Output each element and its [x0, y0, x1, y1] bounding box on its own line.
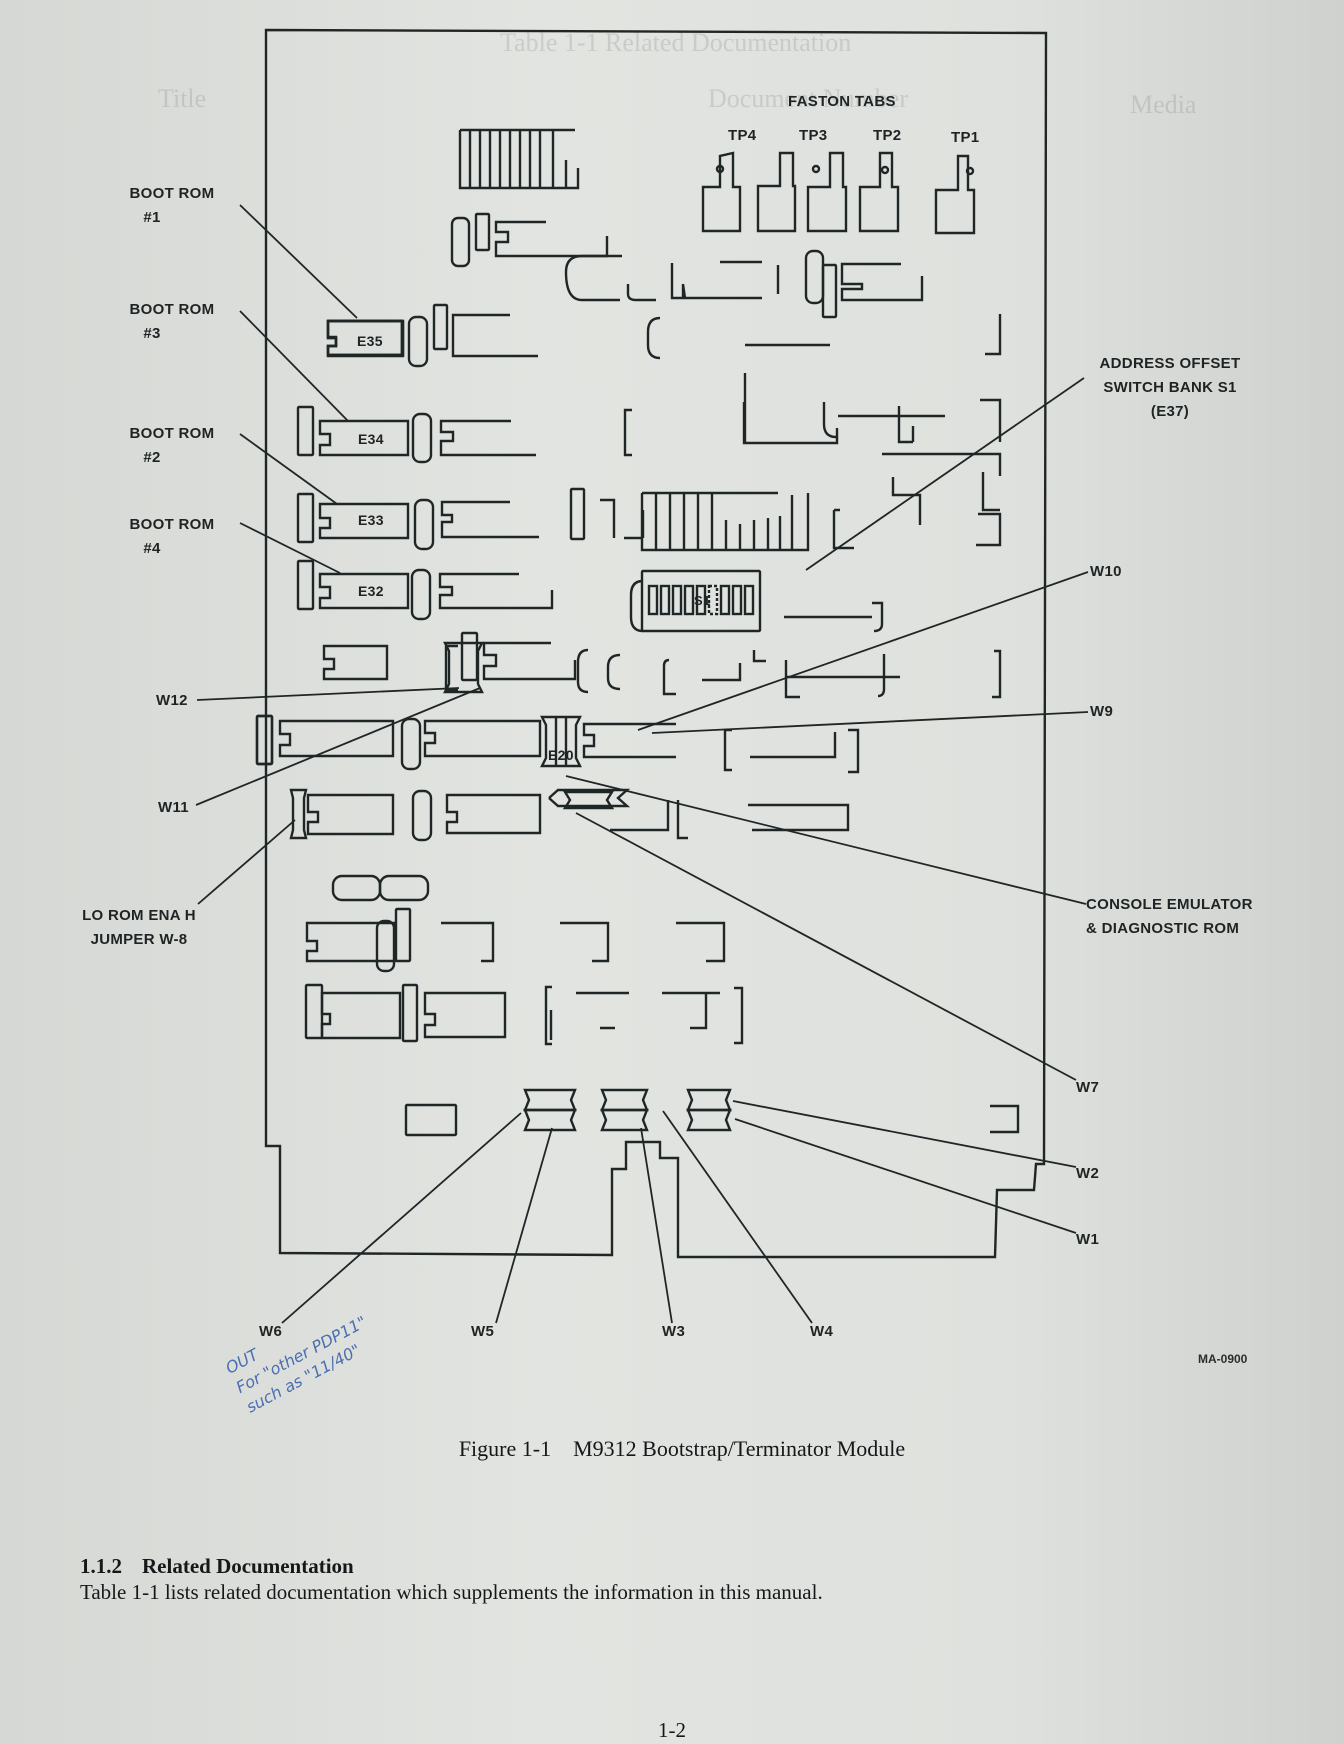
- resistor-pack: [331, 874, 430, 902]
- callout-w11: W11: [158, 799, 189, 816]
- callout-w7: W7: [1076, 1079, 1100, 1096]
- comb-connector-top: [458, 128, 580, 190]
- components-row-e35: [326, 303, 1002, 368]
- leader-lines: [195, 204, 1089, 1324]
- bleed-through-col-document: Document Number: [708, 84, 909, 113]
- callout-boot-rom-3-line2: #3: [143, 325, 161, 342]
- faston-tabs-heading: FASTON TABS: [788, 93, 896, 110]
- section-body: Table 1-1 lists related documentation wh…: [80, 1580, 823, 1604]
- callout-w1: W1: [1076, 1231, 1100, 1248]
- chip-e20-label: E20: [548, 747, 574, 763]
- bleed-through-col-media: Media: [1130, 90, 1197, 119]
- callout-address-offset-line3: (E37): [1150, 403, 1190, 420]
- callout-lo-rom-line1: LO ROM ENA H: [82, 907, 196, 924]
- switch-bank-s1-toggles: [647, 584, 755, 616]
- tab-tp1-label: TP1: [951, 129, 980, 146]
- callout-console-line1: CONSOLE EMULATOR: [1086, 896, 1253, 913]
- components-row-1: [450, 212, 924, 319]
- callout-w6: W6: [259, 1323, 283, 1340]
- tab-tp4-label: TP4: [728, 127, 757, 144]
- callout-address-offset-line1: ADDRESS OFFSET: [1099, 355, 1241, 372]
- callout-address-offset: ADDRESS OFFSET SWITCH BANK S1 (E37): [1082, 352, 1258, 424]
- jumpers-bottom: [404, 1088, 1020, 1137]
- callout-w9: W9: [1090, 703, 1114, 720]
- chip-e33-label: E33: [358, 512, 384, 528]
- comb-connector-mid: [640, 477, 1002, 552]
- bleed-through-col-title: Title: [158, 84, 207, 113]
- callout-w12: W12: [156, 692, 188, 709]
- section-heading: 1.1.2 Related Documentation: [80, 1554, 354, 1579]
- components-row-e34: [296, 402, 839, 464]
- section-title: Related Documentation: [142, 1554, 354, 1578]
- callout-boot-rom-1-line1: BOOT ROM: [129, 185, 215, 202]
- components-row-e20: [255, 714, 860, 774]
- components-row-lower-2: [304, 983, 744, 1046]
- faston-tab-shapes: [701, 151, 976, 235]
- figure-caption-number: Figure 1-1: [458, 1436, 552, 1461]
- board-outline: [264, 28, 1048, 1259]
- components-row-w8: [289, 788, 850, 842]
- components-row-w12: [322, 631, 1002, 699]
- chip-e32-label: E32: [358, 583, 384, 599]
- switch-s1-label: S1: [694, 593, 711, 608]
- components-row-e33: [296, 487, 645, 551]
- tab-tp2-label: TP2: [873, 127, 902, 144]
- chip-e34-label: E34: [358, 431, 384, 447]
- components-row-e32: [296, 559, 884, 633]
- callout-console-emulator: CONSOLE EMULATOR & DIAGNOSTIC ROM: [1086, 893, 1253, 941]
- callout-boot-rom-4-line1: BOOT ROM: [129, 516, 215, 533]
- page-number: 1-2: [658, 1718, 686, 1742]
- chip-e35-label: E35: [357, 333, 383, 349]
- tab-tp3-label: TP3: [799, 127, 828, 144]
- callout-boot-rom-4: BOOT ROM #4: [112, 513, 232, 561]
- callout-boot-rom-1: BOOT ROM #1: [112, 182, 232, 230]
- components-right-column: [743, 265, 1002, 512]
- callout-boot-rom-1-line2: #1: [143, 209, 161, 226]
- components-row-lower-1: [305, 907, 726, 973]
- figure-caption-title: M9312 Bootstrap/Terminator Module: [573, 1436, 906, 1461]
- callout-boot-rom-2-line1: BOOT ROM: [129, 425, 215, 442]
- callout-boot-rom-2: BOOT ROM #2: [112, 422, 232, 470]
- callout-lo-rom-line2: JUMPER W-8: [90, 931, 188, 948]
- callout-console-line2: & DIAGNOSTIC ROM: [1086, 920, 1240, 937]
- callout-boot-rom-2-line2: #2: [143, 449, 161, 466]
- callout-boot-rom-3: BOOT ROM #3: [112, 298, 232, 346]
- callout-w5: W5: [471, 1323, 495, 1340]
- callout-boot-rom-4-line2: #4: [143, 540, 161, 557]
- callout-boot-rom-3-line1: BOOT ROM: [129, 301, 215, 318]
- callout-lo-rom-ena: LO ROM ENA H JUMPER W-8: [70, 904, 208, 952]
- callout-w4: W4: [810, 1323, 834, 1340]
- callout-w3: W3: [662, 1323, 686, 1340]
- callout-w2: W2: [1076, 1165, 1100, 1182]
- callout-w10: W10: [1090, 563, 1122, 580]
- figure-caption: Figure 1-1 M9312 Bootstrap/Terminator Mod…: [0, 1436, 1344, 1462]
- section-number: 1.1.2: [80, 1554, 122, 1578]
- callout-address-offset-line2: SWITCH BANK S1: [1103, 379, 1237, 396]
- drawing-number: MA-0900: [1198, 1352, 1248, 1366]
